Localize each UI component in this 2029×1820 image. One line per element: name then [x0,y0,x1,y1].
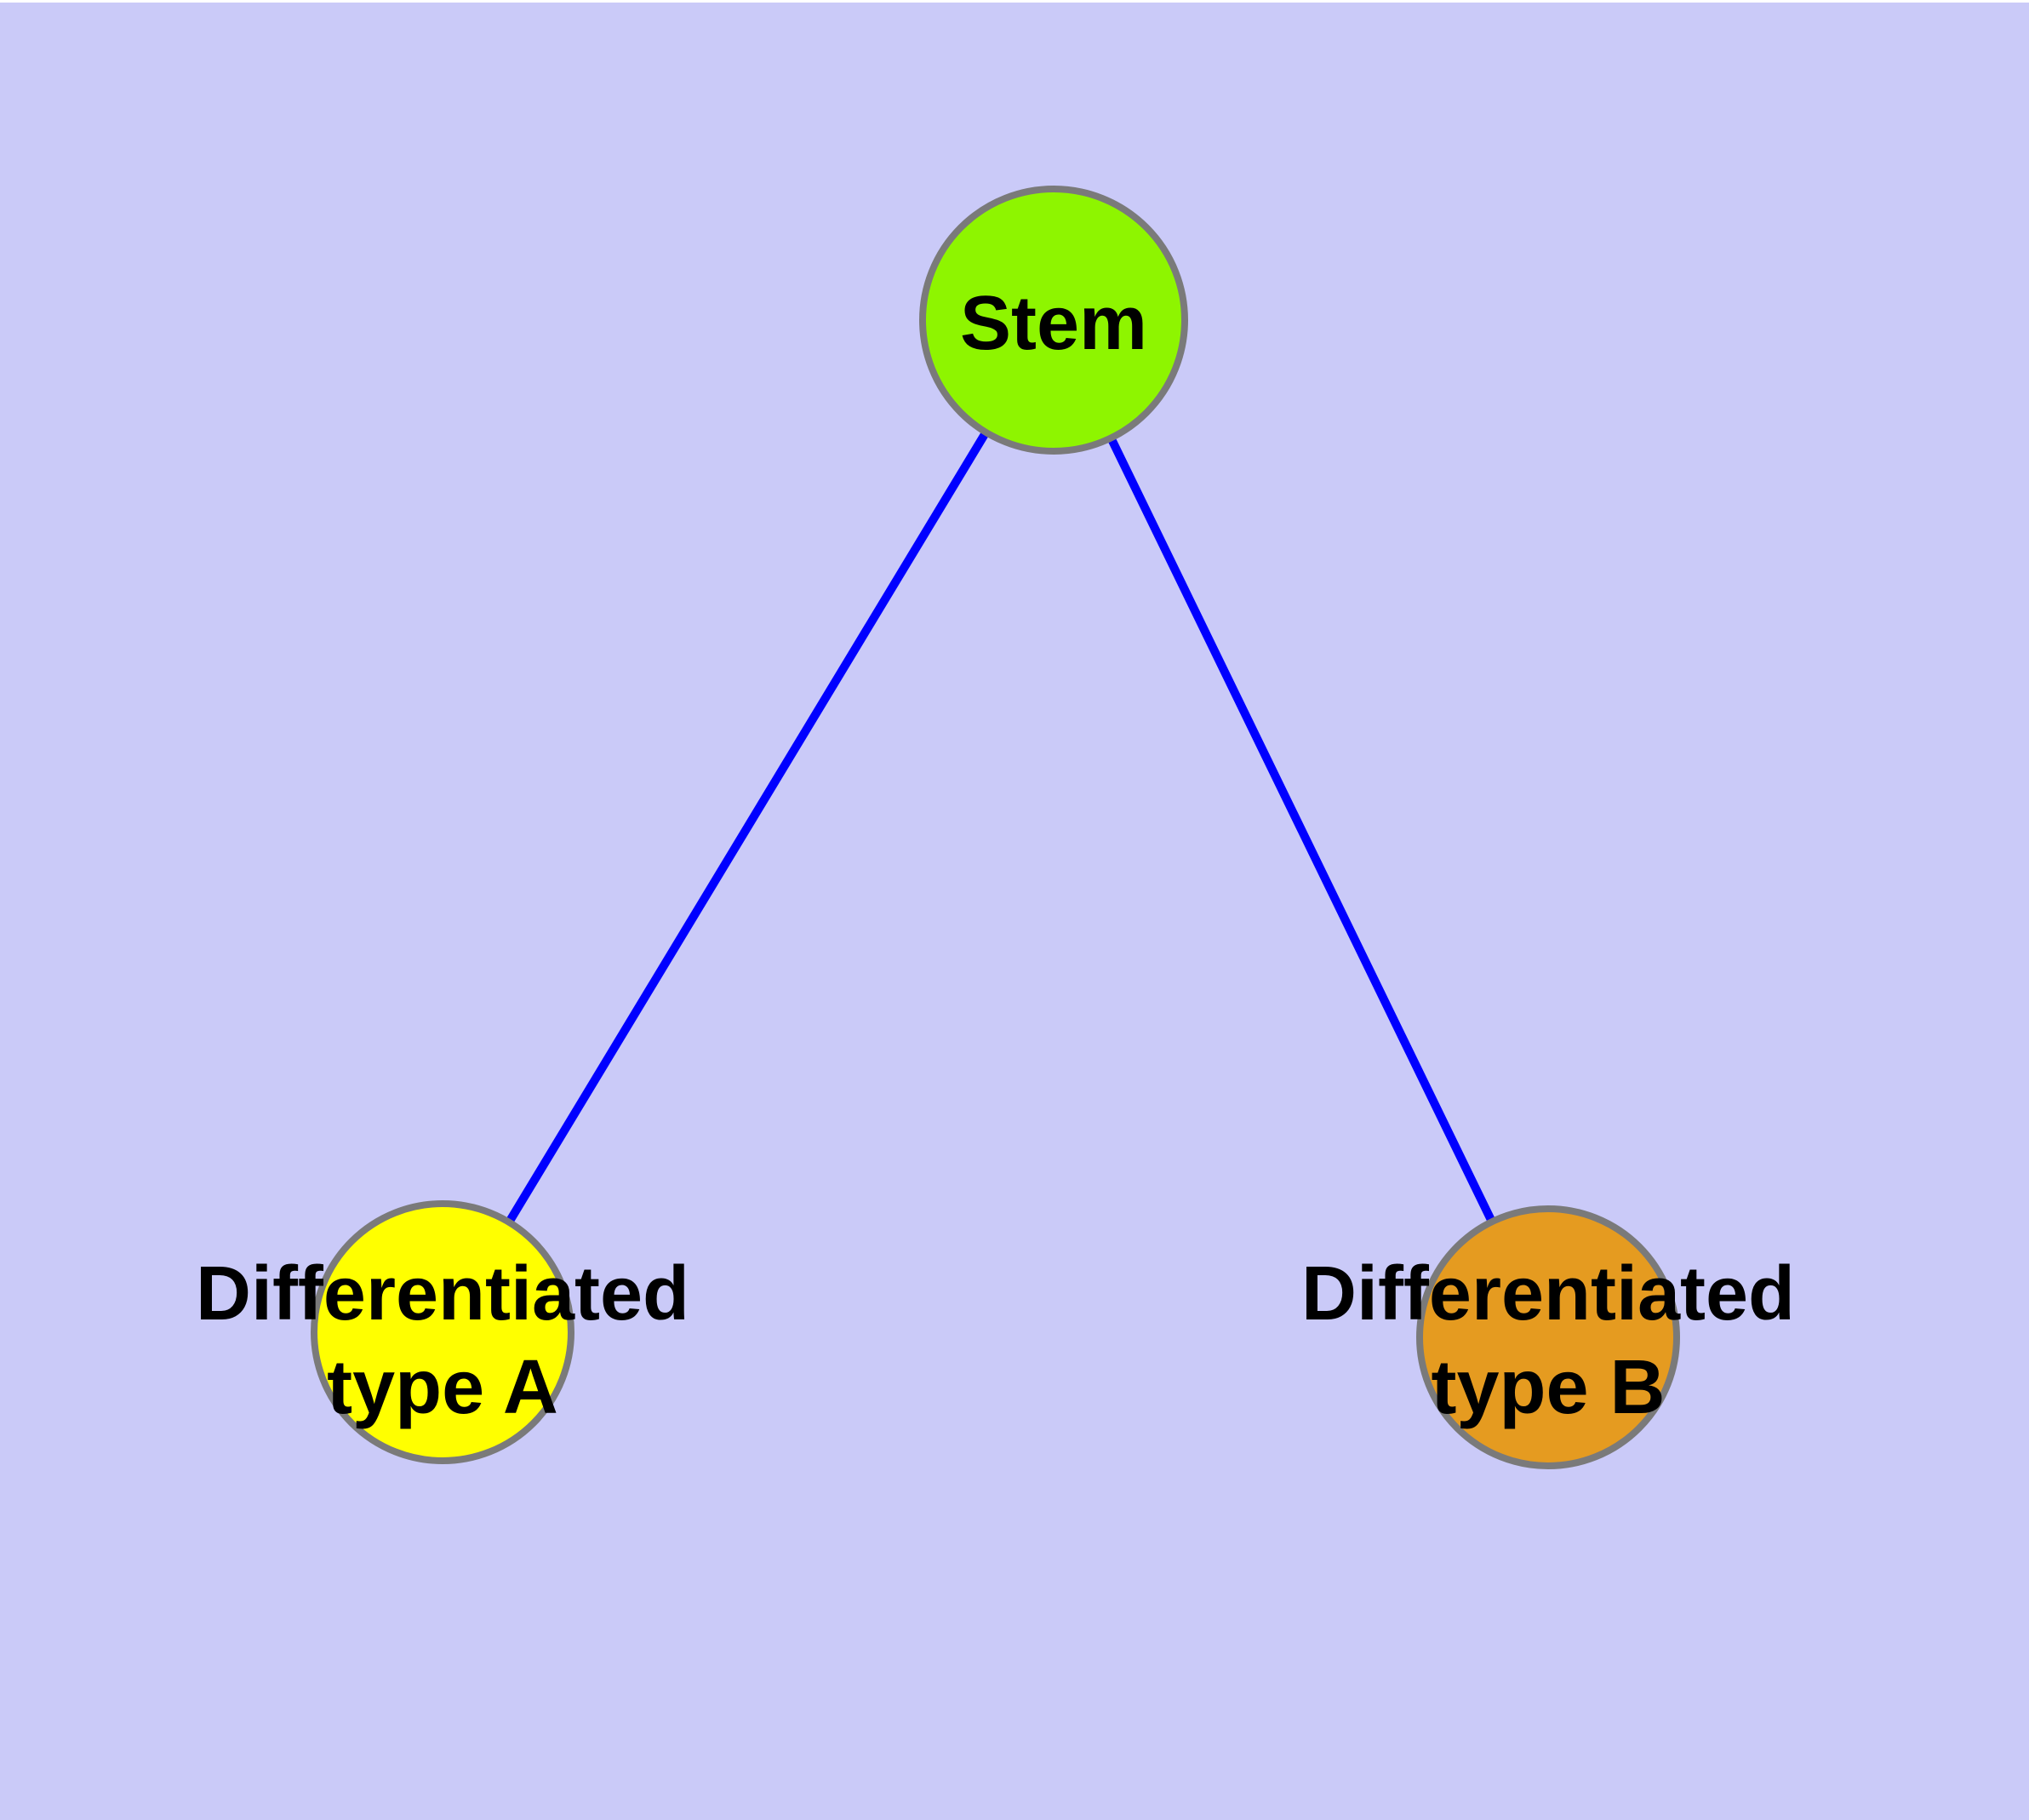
node-differentiated-type-b-label-line2: type B [1431,1345,1665,1430]
edge-stem-to-type-a [438,318,1058,1335]
node-stem-circle [919,186,1188,455]
edge-stem-to-type-b [1049,318,1552,1340]
node-differentiated-type-b-label-line1: Differentiated [1301,1251,1795,1336]
node-stem-label: Stem [960,281,1147,366]
node-differentiated-type-a-circle [311,1200,574,1464]
node-differentiated-type-b-circle [1416,1205,1680,1469]
node-differentiated-type-a: Differentiated type A [196,1200,689,1464]
node-differentiated-type-b: Differentiated type B [1301,1205,1795,1469]
node-stem: Stem [919,186,1188,455]
node-differentiated-type-a-label-line2: type A [327,1345,558,1430]
node-differentiated-type-a-label-line1: Differentiated [196,1251,689,1336]
